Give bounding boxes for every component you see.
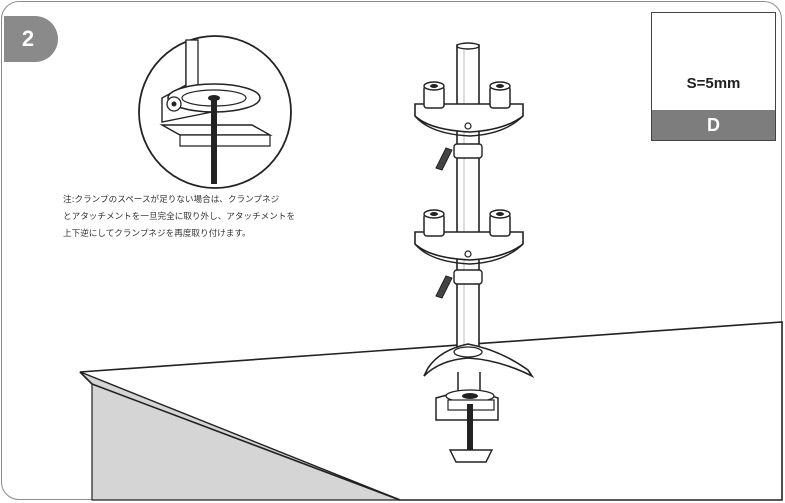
lower-bracket: [414, 209, 524, 299]
clamp-note: 注:クランプのスペースが足りない場合は、クランプネジ とアタッチメントを一旦完全…: [63, 192, 363, 243]
upper-bracket: [414, 81, 524, 171]
note-line: 上下逆にしてクランプネジを再度取り付けます。: [63, 229, 251, 239]
desk: [79, 321, 783, 501]
tool-letter-label: D: [652, 110, 775, 140]
note-line: 注:クランプのスペースが足りない場合は、クランプネジ: [63, 195, 280, 205]
clamp-detail-callout: [138, 35, 292, 189]
desk-front-edge: [91, 383, 401, 501]
note-line: とアタッチメントを一旦完全に取り外し、アタッチメントを: [63, 212, 296, 222]
tool-panel: S=5mm D: [651, 12, 776, 141]
step-number-badge: 2: [4, 16, 58, 62]
tool-size-label: S=5mm: [686, 75, 741, 92]
pole-base: [423, 343, 535, 379]
pole-shaft: [456, 44, 480, 356]
desk-clamp: [435, 372, 499, 463]
monitor-pole: [456, 42, 480, 356]
